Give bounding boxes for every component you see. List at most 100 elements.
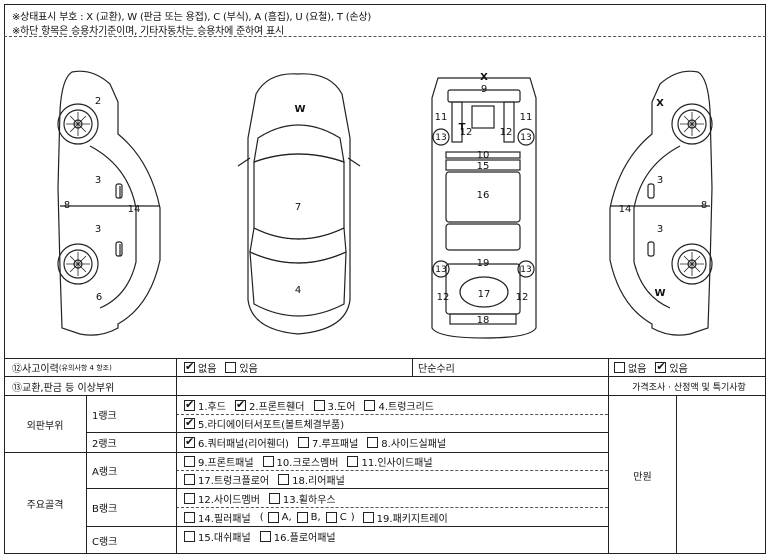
item-radiator-support[interactable]: 5.라디에이터서포트(볼트체결부품) [184,416,344,431]
checkbox-icon[interactable] [614,362,625,373]
left-label-2: 3 [95,175,101,186]
right-label-4: 8 [701,200,707,211]
checkbox-icon[interactable] [313,400,325,411]
item-roof-panel[interactable]: 7.루프패널 [297,435,358,450]
accident-history-label: ⑫사고이력(유의사항 4 항조) [12,363,112,376]
checkbox-icon[interactable] [364,400,376,411]
item-trunk-floor[interactable]: 17.트렁크플로어 [184,472,269,487]
checkbox-checked-icon[interactable] [184,435,195,448]
outer-rank1-label: 1랭크 [92,410,117,422]
frame-label-14: 13 [435,265,446,275]
accident-options: 없음 있음 [184,359,267,376]
frame-label-1: X [480,72,488,83]
legend-separator [4,36,766,37]
item-wheel-house[interactable]: 13.휠하우스 [268,491,336,506]
item-door[interactable]: 3.도어 [313,398,355,413]
item-cross-member[interactable]: 10.크로스멤버 [262,454,338,469]
exchange-section-label: ⑬교환,판금 등 이상부위 [12,382,115,394]
checkbox-icon[interactable] [184,492,195,504]
checkbox-icon[interactable] [325,511,337,523]
legend-line-1: ※상태표시 부호 : X (교환), W (판금 또는 용접), C (부식),… [12,12,372,23]
frame-label-2: 9 [481,84,487,95]
checkbox-icon[interactable] [278,474,290,485]
item-pillar-a[interactable]: A, [267,511,292,523]
outer-panel-label: 외판부위 [26,420,64,432]
frame-label-5: T [459,122,466,133]
outer-rank1-row1: 1.후드 2.프론트휀더 3.도어 4.트렁크리드 [184,397,443,414]
checkbox-icon[interactable] [184,511,195,523]
checkbox-checked-icon[interactable] [184,398,195,411]
frame-label-13: 19 [477,258,490,269]
main-rankA-row1: 9.프론트패널 10.크로스멤버 11.인사이드패널 [184,453,442,470]
repair-some-option[interactable]: 있음 [655,360,688,375]
item-rear-panel[interactable]: 18.리어패널 [278,472,345,487]
frame-label-12: 16 [477,190,490,201]
checkbox-icon[interactable] [184,456,195,467]
main-rankB-label: B랭크 [92,504,118,515]
legend-line-2: ※하단 항목은 승용차기준이며, 기타자동차는 승용차에 준하여 표시 [12,26,285,37]
checkbox-icon[interactable] [296,511,308,523]
item-front-fender[interactable]: 2.프론트휀더 [234,398,305,413]
accident-some-option[interactable]: 있음 [225,360,258,375]
item-side-sill-panel[interactable]: 8.사이드실패널 [367,435,446,450]
vehicle-diagram: 2 3 8 14 3 6 W 7 4 X 9 11 11 T 12 12 13 … [57,70,713,339]
right-side-view [609,70,713,336]
right-label-6: W [654,288,665,299]
left-label-1: 2 [95,96,101,107]
frame-label-11: 15 [477,161,490,172]
checkbox-checked-icon[interactable] [184,360,195,373]
item-floor-panel[interactable]: 16.플로어패널 [259,529,336,544]
left-side-view [57,70,161,336]
frame-label-9: 13 [520,133,531,143]
checkbox-checked-icon[interactable] [655,360,667,373]
checkbox-icon[interactable] [362,511,374,523]
checkbox-checked-icon[interactable] [184,416,195,429]
frame-label-6: 12 [460,127,473,138]
frame-label-10: 10 [477,150,490,161]
item-quarter-panel[interactable]: 6.쿼터패널(리어휀더) [184,435,289,450]
checkbox-icon[interactable] [367,437,379,448]
top-label-3: 4 [295,285,301,296]
item-inside-panel[interactable]: 11.인사이드패널 [347,454,433,469]
item-trunk-lid[interactable]: 4.트렁크리드 [364,398,434,413]
checkbox-icon[interactable] [297,437,309,448]
frame-label-3: 11 [435,112,448,123]
frame-label-7: 12 [500,127,513,138]
left-label-6: 6 [96,292,102,303]
item-pillar-panel[interactable]: 14.필러패널 [184,510,251,525]
frame-view [431,77,537,339]
simple-repair-label: 단순수리 [418,364,455,375]
repair-none-option[interactable]: 없음 [614,360,646,375]
left-label-3: 8 [64,200,70,211]
checkbox-icon[interactable] [184,531,195,542]
main-rankC-row: 15.대쉬패널 16.플로어패널 [184,527,345,546]
right-label-2: 3 [657,175,663,186]
frame-label-18: 12 [516,292,529,303]
checkbox-icon[interactable] [347,456,359,467]
checkbox-icon[interactable] [225,362,237,373]
accident-none-option[interactable]: 없음 [184,360,216,375]
item-hood[interactable]: 1.후드 [184,398,226,413]
price-header: 가격조사 · 산정액 및 특기사항 [632,382,746,393]
item-side-member[interactable]: 12.사이드멤버 [184,491,260,506]
simple-repair-options: 없음 있음 [614,359,697,376]
item-pillar-c[interactable]: C [325,511,347,523]
frame-label-17: 17 [478,289,491,300]
checkbox-icon[interactable] [268,492,280,504]
main-frame-label: 주요골격 [26,500,64,511]
item-package-tray[interactable]: 19.패키지트레이 [362,510,448,525]
checkbox-icon[interactable] [184,474,195,485]
top-label-1: W [294,104,305,115]
checkbox-icon[interactable] [262,456,274,467]
price-input-area[interactable] [677,396,765,554]
left-label-5: 3 [95,224,101,235]
item-pillar-b[interactable]: B, [296,511,321,523]
checkbox-icon[interactable] [267,511,279,523]
checkbox-checked-icon[interactable] [234,398,246,411]
checkbox-icon[interactable] [259,531,271,542]
right-label-1: X [656,98,664,109]
item-front-panel[interactable]: 9.프론트패널 [184,454,254,469]
main-rankB-row1: 12.사이드멤버 13.휠하우스 [184,489,345,507]
frame-label-16: 12 [437,292,450,303]
item-dash-panel[interactable]: 15.대쉬패널 [184,529,251,544]
